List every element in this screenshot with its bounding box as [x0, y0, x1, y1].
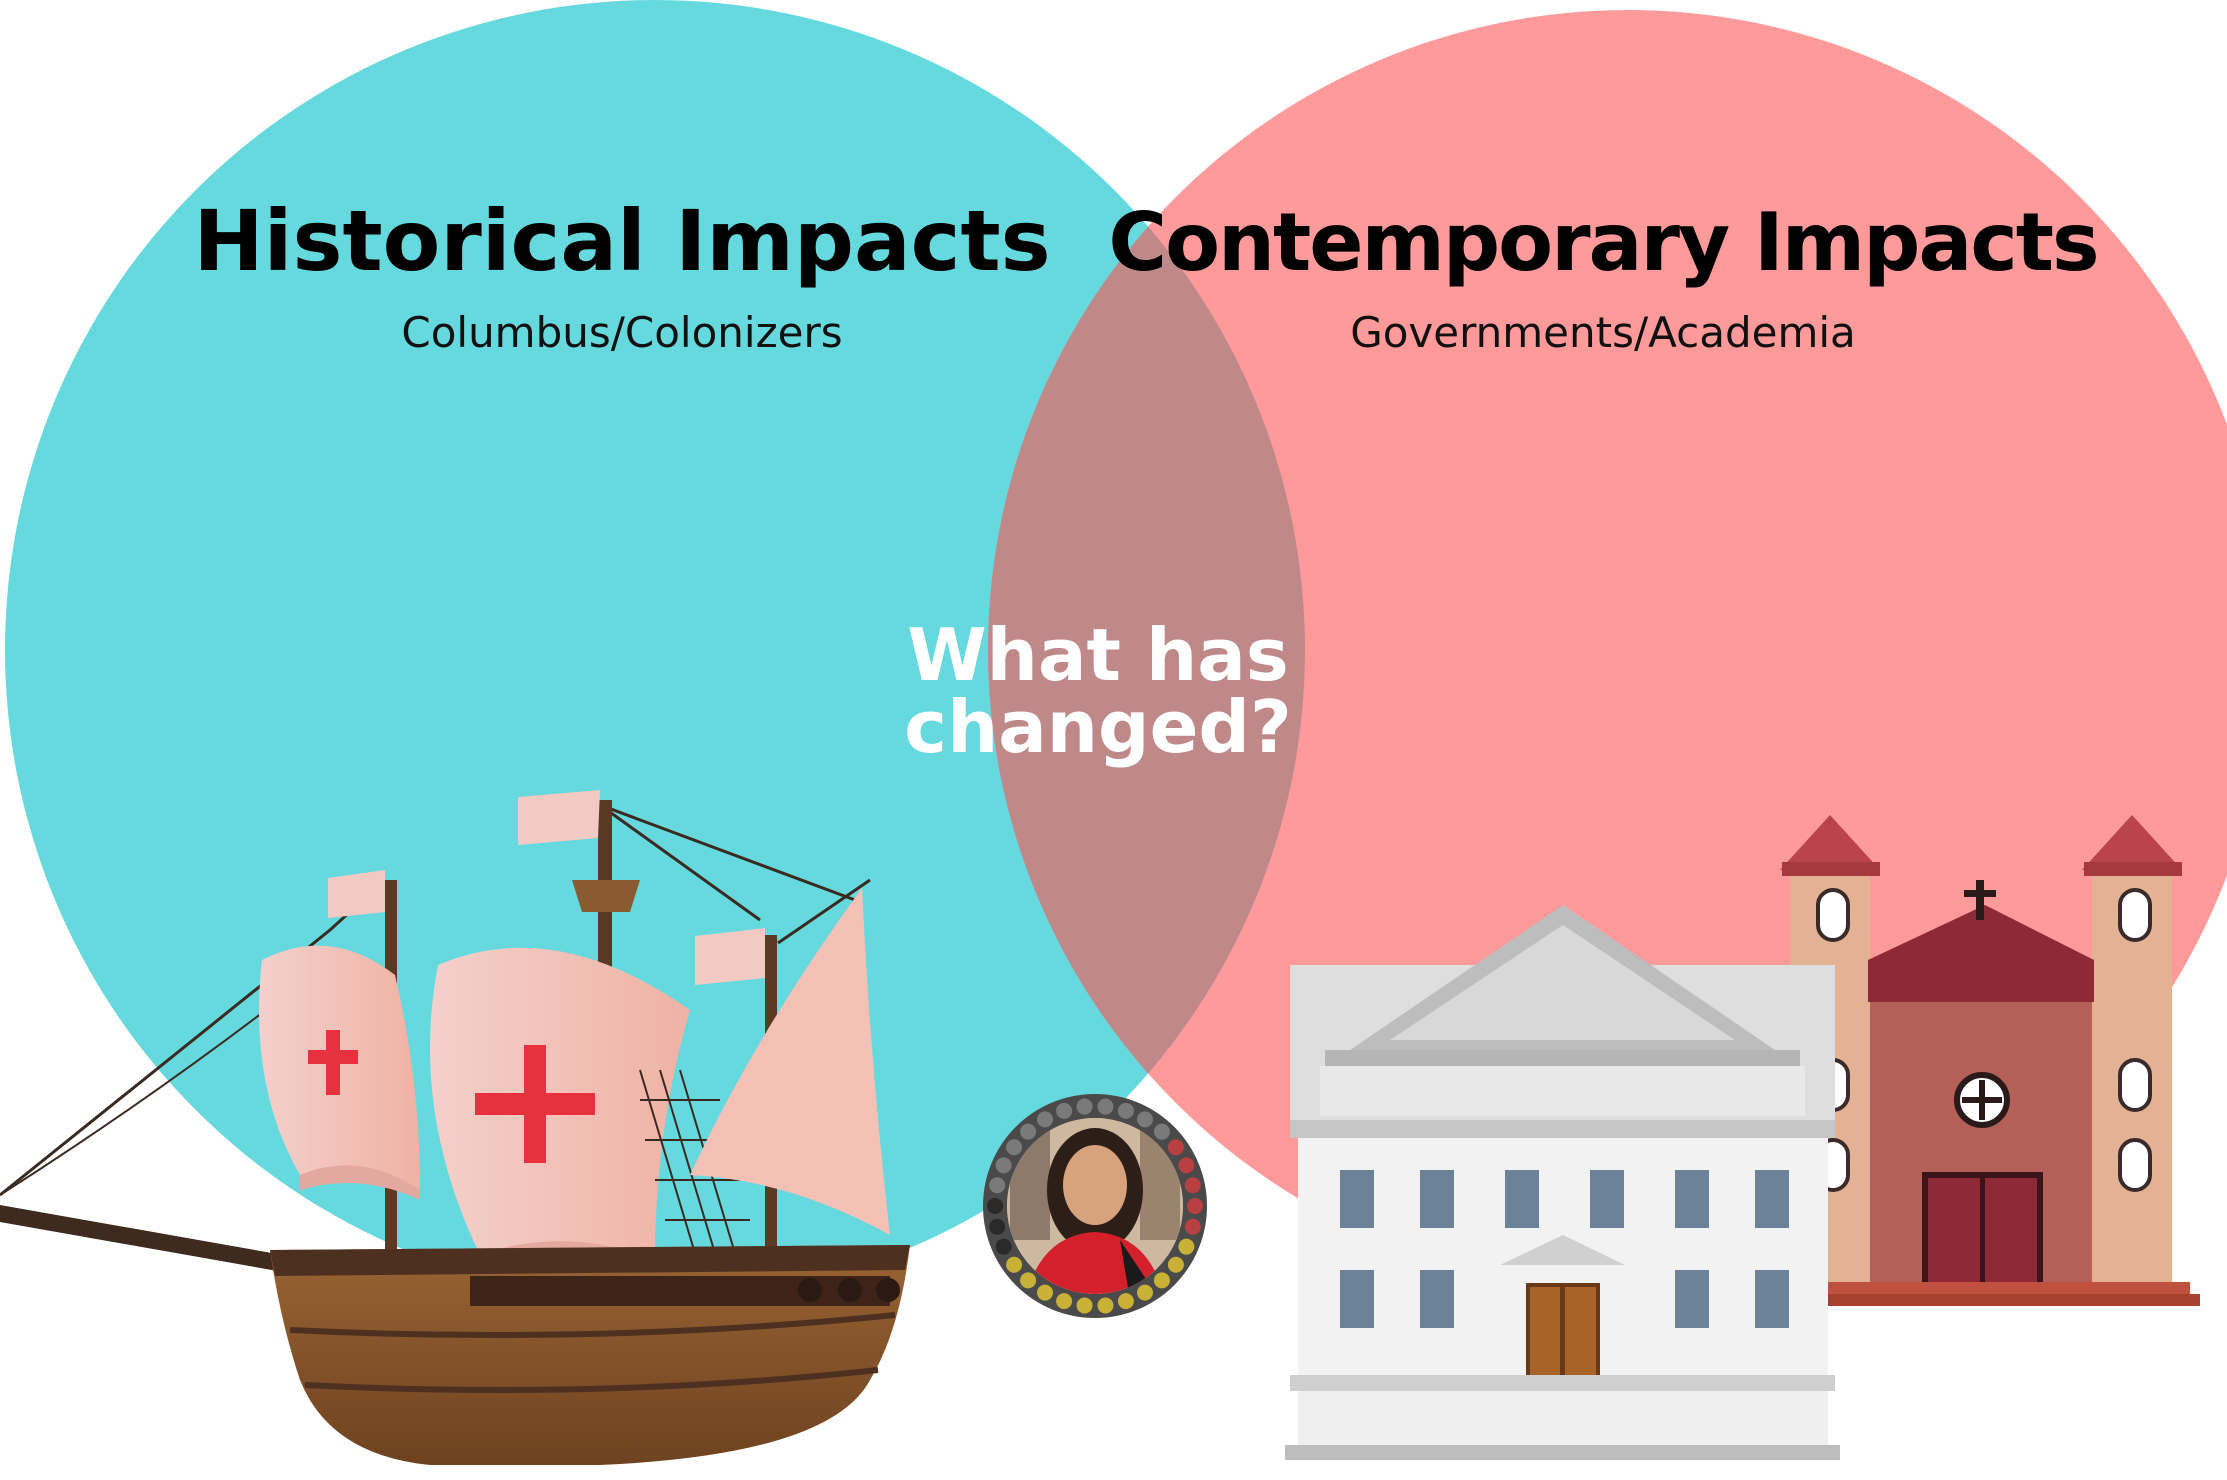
portrait-bead	[1117, 1102, 1134, 1119]
portrait-bead	[1178, 1157, 1195, 1174]
portrait-bead	[1020, 1272, 1037, 1289]
government-building-illustration	[1285, 905, 1840, 1460]
portrait-bead	[1117, 1293, 1134, 1310]
left-title: Historical Impacts	[193, 192, 1050, 290]
portrait-bead	[1097, 1297, 1114, 1314]
portrait-bead	[989, 1177, 1006, 1194]
overlap-question-line2: changed?	[904, 685, 1291, 769]
overlap-question-line1: What has	[907, 613, 1288, 697]
portrait-bead	[1184, 1218, 1201, 1235]
portrait-bead	[1037, 1284, 1053, 1301]
right-subtitle: Governments/Academia	[1350, 308, 1856, 357]
left-subtitle: Columbus/Colonizers	[401, 308, 842, 357]
portrait-bead	[995, 1238, 1012, 1255]
portrait-bead	[989, 1218, 1006, 1235]
portrait-bead	[1097, 1098, 1114, 1115]
caravel-ship-illustration	[0, 790, 910, 1465]
portrait-bead	[1153, 1272, 1170, 1289]
portrait-bead	[1137, 1111, 1153, 1128]
right-title: Contemporary Impacts	[1108, 196, 2097, 289]
portrait-bead	[1037, 1111, 1053, 1128]
portrait-bead	[1006, 1139, 1023, 1156]
portrait-bead	[1184, 1177, 1201, 1194]
presenter-portrait-badge	[983, 1094, 1207, 1318]
portrait-bead	[1153, 1123, 1170, 1140]
portrait-bead	[1137, 1284, 1153, 1301]
church-illustration	[1770, 815, 2200, 1306]
portrait-bead	[1076, 1297, 1093, 1314]
portrait-bead	[1076, 1098, 1093, 1115]
portrait-bead	[1187, 1198, 1203, 1214]
portrait-bead	[1167, 1139, 1184, 1156]
portrait-bead	[1006, 1256, 1023, 1273]
portrait-bead	[1178, 1238, 1195, 1255]
portrait-bead	[1056, 1293, 1073, 1310]
portrait-bead	[987, 1198, 1003, 1214]
portrait-bead	[1020, 1123, 1037, 1140]
portrait-bead	[1167, 1256, 1184, 1273]
portrait-bead	[995, 1157, 1012, 1174]
portrait-bead	[1056, 1102, 1073, 1119]
